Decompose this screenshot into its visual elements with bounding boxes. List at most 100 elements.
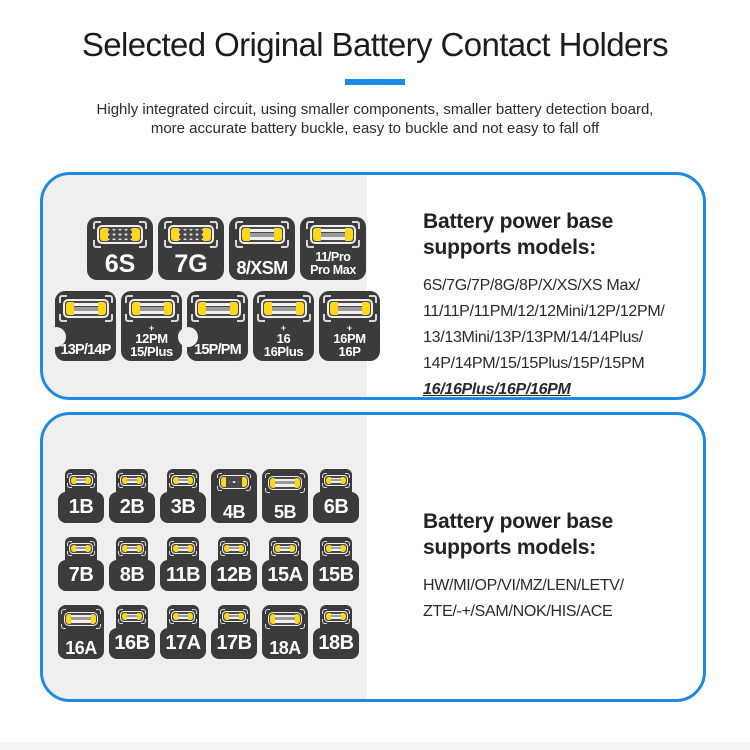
tile-label: 6B (323, 496, 349, 519)
connector-graphic (67, 473, 95, 488)
bottom-strip (0, 742, 750, 750)
bracket-corner-icon (139, 221, 147, 229)
bracket-corner-icon (118, 483, 123, 488)
bracket-corner-icon (300, 488, 305, 493)
bracket-corner-icon (192, 609, 197, 614)
connector-graphic (265, 473, 305, 493)
android-models-heading: Battery power base supports models: (423, 509, 624, 561)
bracket-corner-icon (96, 624, 101, 629)
battery-holder-tile: 7G (158, 217, 224, 280)
bracket-corner-icon (368, 314, 377, 322)
bracket-corner-icon (220, 541, 225, 546)
bracket-corner-icon (170, 314, 179, 322)
bracket-corner-icon (90, 473, 95, 478)
connector-graphic (256, 295, 311, 322)
tile-label: 16B (114, 632, 150, 655)
models-list-line: 13/13Mini/13P/13PM/14/14Plus/ (423, 329, 643, 346)
models-list-line: ZTE/-+/SAM/NOK/HIS/ACE (423, 603, 613, 620)
page-header: Selected Original Battery Contact Holder… (0, 0, 750, 138)
bracket-corner-icon (169, 541, 174, 546)
bracket-corner-icon (190, 314, 199, 322)
connector-graphic (169, 609, 197, 624)
bracket-corner-icon (67, 541, 72, 546)
bracket-corner-icon (265, 624, 270, 629)
connector-graphic (118, 609, 146, 624)
bracket-corner-icon (322, 483, 327, 488)
bracket-corner-icon (345, 541, 350, 546)
battery-holder-tile: 16B (109, 605, 155, 659)
tile-label: 8B (119, 564, 145, 587)
bracket-corner-icon (96, 609, 101, 614)
connector-graphic (118, 541, 146, 556)
connector-graphic (322, 541, 350, 556)
models-list-line: 11/11P/11PM/12/12Mini/12P/12PM/ (423, 303, 665, 320)
connector-graphic (217, 473, 251, 491)
page-title: Selected Original Battery Contact Holder… (81, 26, 669, 63)
connector-graphic (235, 221, 289, 248)
bracket-corner-icon (243, 551, 248, 556)
battery-holder-tile: 15P/PM (178, 291, 248, 361)
bracket-corner-icon (141, 609, 146, 614)
bracket-corner-icon (67, 551, 72, 556)
battery-holder-tile: 4B (211, 469, 257, 523)
bracket-corner-icon (217, 486, 222, 491)
tile-label: 4B (222, 501, 246, 522)
connector-graphic (61, 609, 101, 629)
bracket-corner-icon (256, 295, 265, 303)
bracket-corner-icon (192, 473, 197, 478)
bracket-corner-icon (302, 295, 311, 303)
bracket-corner-icon (67, 473, 72, 478)
battery-holder-tile: 6B (313, 469, 359, 523)
battery-holder-tile: 13P/14P (46, 291, 116, 361)
tile-label: 2B (119, 496, 145, 519)
bracket-corner-icon (190, 295, 199, 303)
bracket-corner-icon (118, 541, 123, 546)
connector-graphic (58, 295, 113, 322)
battery-holder-tile: 2B (109, 469, 155, 523)
bracket-corner-icon (118, 609, 123, 614)
bracket-corner-icon (169, 473, 174, 478)
android-models-text: Battery power base supports models: HW/M… (423, 509, 624, 625)
tile-label: 15P/PM (194, 342, 242, 359)
battery-holder-tile: 15A (262, 537, 308, 591)
bracket-corner-icon (220, 551, 225, 556)
notch-cutout (178, 327, 198, 347)
bracket-corner-icon (210, 221, 218, 229)
bracket-corner-icon (192, 483, 197, 488)
tile-label: 15A (267, 564, 303, 587)
bracket-corner-icon (164, 240, 172, 248)
tile-label: 7G (174, 249, 208, 278)
bracket-corner-icon (217, 473, 222, 478)
connector-graphic (190, 295, 245, 322)
bracket-corner-icon (352, 240, 360, 248)
bracket-corner-icon (61, 624, 66, 629)
bracket-corner-icon (243, 609, 248, 614)
battery-holder-tile: 11B (160, 537, 206, 591)
tile-label: 8/XSM (236, 257, 288, 278)
android-models-list: HW/MI/OP/VI/MZ/LEN/LETV/ZTE/-+/SAM/NOK/H… (423, 573, 624, 625)
bracket-corner-icon (90, 483, 95, 488)
tile-label: 16A (65, 637, 97, 658)
battery-holder-tile: 8/XSM (229, 217, 295, 280)
battery-holder-tile: 7B (58, 537, 104, 591)
connector-graphic (322, 295, 377, 322)
bracket-corner-icon (124, 314, 133, 322)
bracket-corner-icon (265, 488, 270, 493)
bracket-corner-icon (246, 486, 251, 491)
bracket-corner-icon (345, 619, 350, 624)
battery-holder-tile: 15B (313, 537, 359, 591)
bracket-corner-icon (322, 314, 331, 322)
tile-label: 13P/14P (60, 342, 111, 359)
bracket-corner-icon (192, 619, 197, 624)
iphone-models-list: 6S/7G/7P/8G/8P/X/XS/XS Max/11/11P/11PM/1… (423, 273, 665, 377)
bracket-corner-icon (322, 473, 327, 478)
